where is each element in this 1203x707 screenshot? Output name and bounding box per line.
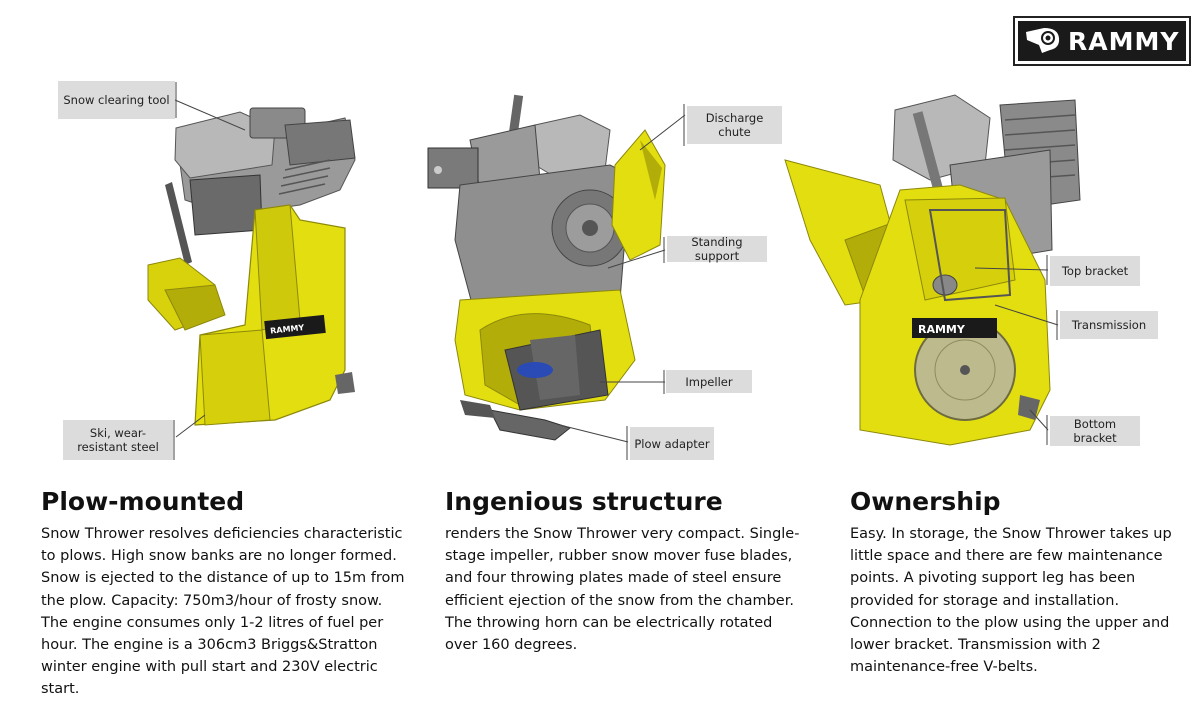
label-standing-support: Standing support xyxy=(667,235,767,263)
snow-thrower-rear-view: RAMMY xyxy=(784,94,1081,446)
section-body-ingenious-structure: renders the Snow Thrower very compact. S… xyxy=(445,526,800,654)
housing-decal-text-rear: RAMMY xyxy=(918,323,966,336)
label-plow-adapter: Plow adapter xyxy=(630,427,714,460)
section-body-plow-mounted: Snow Thrower resolves deficiencies chara… xyxy=(41,526,405,698)
rammy-logo: RAMMY xyxy=(1013,16,1191,66)
brand-name: RAMMY xyxy=(1068,26,1180,56)
section-body-ownership: Easy. In storage, the Snow Thrower takes… xyxy=(850,526,1172,676)
label-snow-clearing-tool: Snow clearing tool xyxy=(58,81,175,119)
label-top-bracket: Top bracket xyxy=(1050,256,1140,286)
label-bottom-bracket: Bottom bracket xyxy=(1050,416,1140,446)
housing-decal-text: RAMMY xyxy=(270,323,305,336)
snow-thrower-front-view xyxy=(427,94,686,460)
label-transmission: Transmission xyxy=(1060,311,1158,339)
section-heading-ingenious-structure: Ingenious structure xyxy=(445,487,723,516)
snow-thrower-side-view: RAMMY xyxy=(147,82,356,460)
section-heading-ownership: Ownership xyxy=(850,487,1001,516)
label-impeller: Impeller xyxy=(666,370,752,393)
product-illustrations: RAMMY xyxy=(147,82,1081,460)
label-ski: Ski, wear-resistant steel xyxy=(63,420,173,460)
label-discharge-chute: Discharge chute xyxy=(687,106,782,144)
section-heading-plow-mounted: Plow-mounted xyxy=(41,487,245,516)
ram-head-icon xyxy=(1026,28,1060,53)
